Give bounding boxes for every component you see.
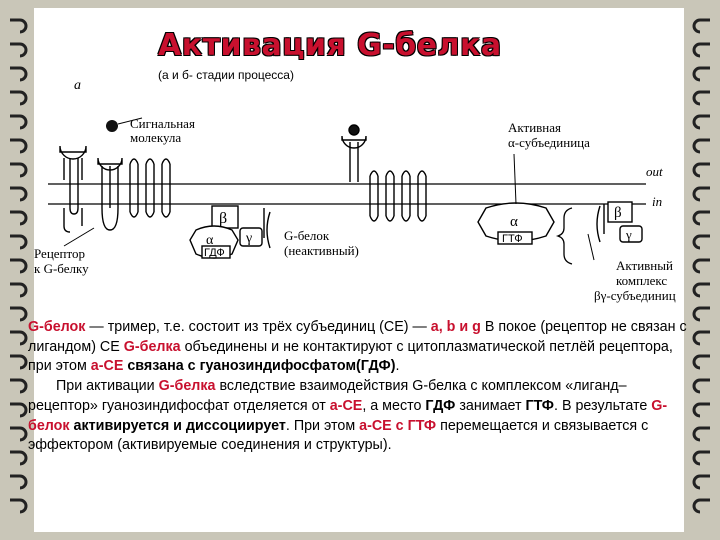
gtp-label-b: ГТФ [502,233,523,245]
notebook-spiral-left [10,18,28,514]
p1-period: . [395,358,400,375]
p1-alpha-se: а-СЕ [90,358,124,375]
cell-membrane [48,183,646,205]
out-label: out [646,164,663,179]
p2-result: . В результате [554,397,652,414]
paragraph-1: G-белок — тример, т.е. состоит из трёх с… [28,318,688,377]
gamma-label-a: γ [245,231,252,246]
p1-contact: объединены и не контактируют с цитоплазм… [28,338,673,375]
gamma-label-b: γ [625,227,632,242]
receptor-label-2: к G-белку [34,261,89,276]
signal-molecule-label-2: молекула [130,130,181,145]
beta-label-a: β [219,210,227,227]
receptor-pillars [129,158,171,218]
g-protein-inactive-label-2: (неактивный) [284,243,359,258]
receptor-middle [97,157,123,231]
active-alpha-subunit: α ГТФ [477,202,555,245]
slide-background [34,8,684,532]
gdp-label-a: ГДФ [204,247,225,259]
g-protein-inactive-label-1: G-белок [284,228,330,243]
p2-alpha-gtp: а-СЕ с ГТФ [359,417,437,434]
p1-trimer: — тример, т.е. состоит из трёх субъедини… [85,319,431,335]
alpha-label-a: α [206,233,214,248]
p1-rest: В покое (рецептор не связан с лигандом) … [28,319,687,355]
p2-gdp: ГДФ [425,397,456,414]
page-subtitle: (а и б- стадии процесса) [158,68,294,82]
paragraph-2: При активации G-белка вследствие взаимод… [28,377,688,456]
in-label: in [652,194,662,209]
active-alpha-label-1: Активная [508,120,561,135]
p2-place: , а место [362,397,426,414]
receptor-panel-b [341,124,427,222]
p2-activation: При активации [56,378,159,395]
signal-molecule-label-1: Сигнальная [130,116,195,131]
active-complex-label-3: βγ-субъединиц [594,288,676,303]
beta-label-b: β [614,205,622,221]
alpha-label-b: α [510,214,518,230]
p2-takes: занимает [455,397,526,414]
p1-gdp-bound: связана с гуанозиндифосфатом(ГДФ) [123,358,396,375]
p2-effector: перемещается и связывается с эффектором … [28,417,649,454]
active-complex-label-1: Активный [616,258,673,273]
g-protein-diagram: а б out in Сигнальная молекула β α ГДФ γ… [34,80,676,303]
panel-a-label: а [74,80,81,93]
receptor-label-1: Рецептор [34,246,85,261]
active-complex-label-2: комплекс [616,273,667,288]
p2-alpha-se: а-СЕ [329,397,363,414]
p2-dissociates: активируется и диссоциирует [69,417,286,434]
p2-gprotein-2: G-белок [28,397,668,434]
panel-b-label: б [348,80,356,84]
notebook-spiral-right [692,18,710,514]
signal-molecule-dot [106,120,118,132]
p2-gprotein: G-белка [158,378,216,395]
explanation-text: G-белок — тример, т.е. состоит из трёх с… [28,318,688,456]
p1-subunits: а, b и g [430,319,481,335]
page-title: Активация G-белка [158,28,502,63]
active-beta-gamma-complex: β γ [607,201,643,243]
p2-interaction: вследствие взаимодействия G-белка с комп… [28,378,627,414]
p2-then: . При этом [285,417,360,434]
g-protein-inactive: β α ГДФ γ [189,205,263,259]
p1-gprotein: G-белок [28,319,86,335]
receptor-left [59,145,87,233]
p2-gtp: ГТФ [525,397,555,414]
active-alpha-label-2: α-субъединица [508,135,590,150]
p1-gprotein-2: G-белка [123,338,181,355]
